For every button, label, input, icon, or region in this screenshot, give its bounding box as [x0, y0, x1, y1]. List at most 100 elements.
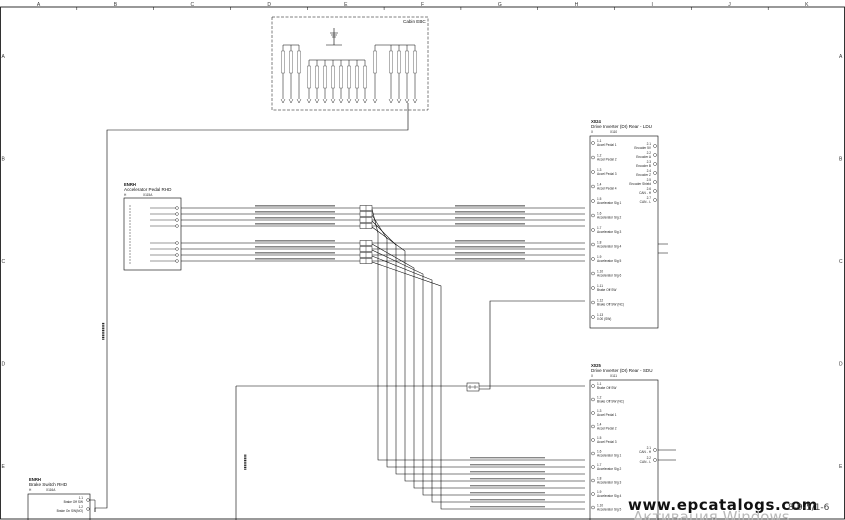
inverter-pin-number: 1.1: [597, 382, 602, 386]
inverter-pin-number: 1.7: [597, 226, 602, 230]
ebc-fuse-arrow-icon: [362, 98, 368, 104]
accel-pedal-block: ENRH Accelerator Pedal RHD H X115A: [123, 182, 182, 271]
accel-pedal-ref: ENRH: [124, 182, 136, 187]
grid-row-label-right: B: [839, 157, 843, 163]
inverter-pin-icon: [591, 505, 595, 510]
brake-wire-tag: ▮▮▮▮▮▮▮▮▮: [243, 454, 247, 470]
ldu-can-stub: [658, 243, 668, 254]
inverter-pin-label: Encoder Z: [636, 173, 651, 177]
brake-pin-number: 1.1: [79, 496, 84, 500]
ebc-fuse-arrow-icon: [296, 98, 302, 104]
brake-switch-ref: ENRH: [29, 477, 41, 482]
ldu-frame: [589, 135, 659, 329]
watermark: www.epcatalogs.com Активация Windows 8-9…: [628, 496, 830, 520]
ebc-fuse-arrow-icon: [314, 98, 320, 104]
ebc-fuse-body: [297, 50, 301, 74]
inverter-pin-number: 1.10: [597, 504, 603, 508]
grid-col-label: C: [191, 2, 195, 8]
brake-pin-icon: [86, 507, 90, 511]
wire-spec-tag-ldu: [455, 211, 525, 213]
inverter-pin-label: Accelerator Sig 1: [597, 454, 621, 458]
fan-wire: [371, 208, 585, 461]
inverter-pin-label: CAN - H: [639, 191, 652, 195]
wire-spec-tag-ldu: [455, 223, 525, 225]
inverter-pin-number: 1.9: [597, 490, 602, 494]
ebc-fuse-arrow-icon: [372, 98, 378, 104]
brake-splice: ▮▮▮▮▮▮▮▮▮ ▮▮▮▮▮▮▮▮▮▮: [101, 300, 585, 520]
ldu-ref: X024: [591, 119, 601, 124]
ebc-fuse-arrow-icon: [346, 98, 352, 104]
inverter-pin-number: 2.5: [647, 178, 652, 182]
ebc-fuse-arrow-icon: [330, 98, 336, 104]
inverter-pin-label: Encoder A: [636, 155, 652, 159]
wire-spec-tag-ldu: [455, 246, 525, 248]
fan-wire: [371, 243, 585, 489]
inverter-pin-icon: [591, 465, 595, 469]
inverter-pin-label: Accelerator Sig 3: [597, 481, 621, 485]
grid-row-label: C: [2, 259, 6, 265]
grid-row-label: A: [2, 54, 6, 60]
grid-col-label: I: [651, 2, 652, 8]
inverter-pin-icon: [653, 180, 657, 184]
brake-wire-aux: [490, 301, 585, 322]
ebc-fuse-body: [307, 65, 311, 89]
ground-icon: [326, 28, 342, 46]
inverter-pin-icon: [653, 189, 657, 193]
brake-switch-lead: [90, 499, 96, 512]
ebc-fuse-body: [413, 50, 417, 74]
inverter-pin-number: 1.9: [597, 255, 602, 259]
inverter-pin-number: 2.6: [647, 187, 652, 191]
grid-row-label: B: [2, 157, 6, 163]
ebc-fuse-arrow-icon: [388, 98, 394, 104]
wire-spec-tag-sdu: [470, 506, 545, 508]
inverter-pin-icon: [591, 315, 595, 319]
inverter-pin-label: Accelerator Sig 2: [597, 216, 621, 220]
inverter-pin-number: 1.2: [597, 154, 602, 158]
inverter-pin-label: 0.00 (SW): [597, 317, 611, 321]
ebc-fuse-body: [281, 50, 285, 74]
inverter-pin-label: Accelerator Sig 6: [597, 274, 621, 278]
grid-row-label-right: C: [839, 259, 843, 265]
fan-wire: [371, 214, 585, 468]
inverter-pin-icon: [591, 424, 595, 429]
sdu-loc: X: [591, 374, 594, 378]
ldu-connector: X110: [610, 130, 617, 134]
ebc-fuse-body: [355, 65, 359, 89]
inverter-pin-icon: [591, 384, 595, 388]
inverter-pin-icon: [591, 184, 595, 189]
inverter-pin-label: CAN - L: [640, 460, 652, 464]
grid-col-label: B: [114, 2, 118, 8]
grid-col-label: D: [267, 2, 271, 8]
ebc-fuse-body: [315, 65, 319, 89]
accel-pedal-pins: [150, 206, 179, 263]
inverter-pin-icon: [591, 199, 595, 203]
grid-row-label-right: E: [839, 464, 843, 470]
inverter-pin-number: 2.1: [647, 446, 652, 450]
splice-connectors: [359, 205, 373, 264]
pedal-pin-icon: [175, 212, 179, 216]
inverter-pin-number: 1.8: [597, 241, 602, 245]
inverter-pin-number: 1.6: [597, 450, 602, 454]
inverter-pin-icon: [591, 228, 595, 232]
inverter-pin-label: Accel Pedal 1: [597, 413, 617, 417]
pedal-pin-icon: [175, 206, 179, 210]
brake-pin-icon: [86, 498, 90, 502]
inverter-pin-label: Brake Off SW: [597, 288, 616, 292]
inverter-pin-number: 2.2: [647, 456, 652, 460]
brake-switch-name: Brake Switch RHD: [29, 482, 68, 487]
ebc-fuse-arrow-icon: [396, 98, 402, 104]
wire-spec-tag-ldu: [455, 205, 525, 207]
ebc-fuse-body: [323, 65, 327, 89]
ebc-fuse-arrow-icon: [412, 98, 418, 104]
ebc-fuse-arrow-icon: [404, 98, 410, 104]
inverter-pin-icon: [653, 144, 657, 148]
wire-spec-tag: [255, 223, 335, 225]
inverter-pin-label: CAN - H: [639, 450, 652, 454]
sdu-frame: [589, 379, 659, 520]
fan-wire: [371, 226, 585, 482]
